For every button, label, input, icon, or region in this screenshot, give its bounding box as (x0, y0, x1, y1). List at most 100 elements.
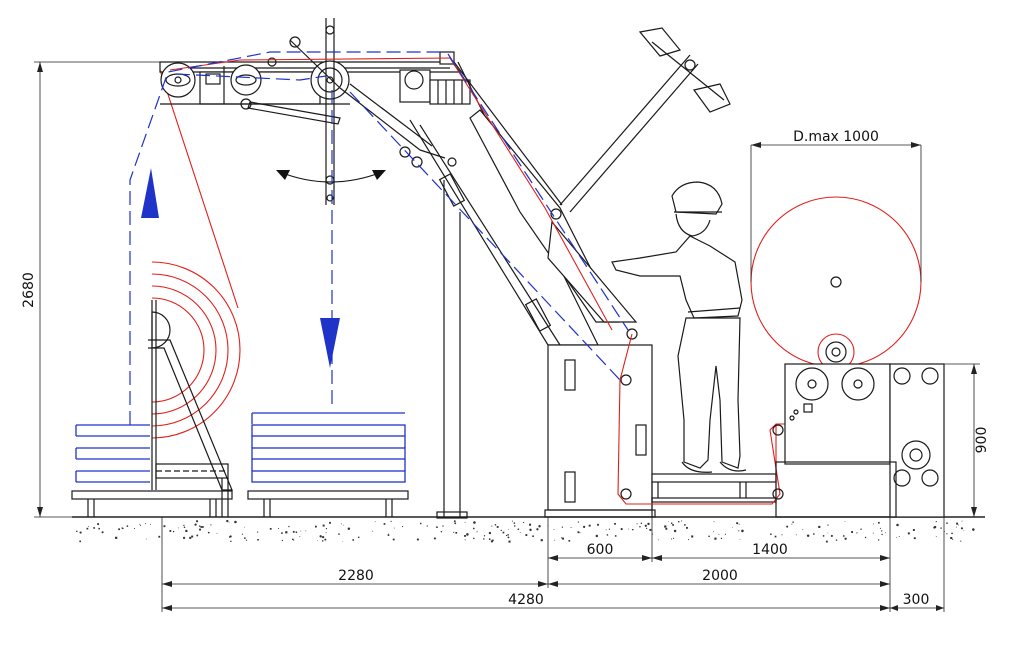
gravel-dot (93, 527, 95, 529)
gravel-dot (960, 527, 963, 530)
gravel-dot (172, 530, 175, 533)
gravel-dot (873, 523, 874, 525)
gravel-dot (93, 527, 96, 529)
gravel-dot (628, 528, 629, 530)
gravel-dot (885, 532, 886, 534)
gravel-dot (529, 523, 532, 526)
dim-4280: 4280 (508, 592, 544, 608)
gravel-dot (835, 539, 838, 541)
gravel-dot (325, 532, 327, 534)
gravel-dot (553, 539, 555, 541)
gravel-dot (324, 538, 327, 541)
gravel-dot (636, 522, 638, 524)
gravel-dot (561, 526, 563, 528)
gravel-dot (177, 527, 179, 529)
gravel-dot (139, 523, 141, 525)
gravel-dot (822, 534, 825, 537)
gravel-dot (640, 522, 642, 524)
gravel-dot (553, 528, 555, 530)
gravel-dot (596, 523, 600, 526)
gravel-dot (582, 525, 586, 529)
gravel-dot (295, 531, 298, 533)
gravel-dot (76, 530, 78, 533)
gravel-dot (199, 525, 201, 527)
gravel-dot (956, 526, 957, 528)
gravel-dot (688, 539, 690, 541)
gravel-dot (230, 540, 232, 543)
gravel-dot (440, 531, 443, 533)
gravel-dot (720, 537, 723, 540)
gravel-dot (668, 521, 669, 522)
gravel-dot (319, 535, 322, 538)
operator-figure (611, 181, 747, 473)
gravel-dot (476, 530, 478, 532)
gravel-dot (813, 533, 815, 535)
gravel-dot (453, 520, 456, 523)
gravel-dot (645, 527, 648, 530)
gravel-dot (879, 527, 881, 529)
gravel-dot (614, 522, 617, 525)
gravel-dot (195, 520, 199, 523)
gravel-dot (508, 540, 511, 543)
gravel-dot (513, 522, 516, 524)
ground (72, 516, 985, 543)
gravel-dot (492, 539, 494, 542)
gravel-dot (657, 539, 659, 541)
gravel-dot (517, 528, 520, 531)
gravel-dot (494, 524, 497, 526)
gravel-dot (881, 530, 883, 532)
gravel-dot (244, 526, 246, 528)
gravel-dot (672, 524, 674, 526)
gravel-dot (483, 538, 485, 540)
gravel-dot (134, 528, 135, 530)
gravel-dot (935, 536, 937, 537)
gravel-dot (466, 533, 469, 536)
gravel-dot (844, 537, 847, 540)
gravel-dot (877, 539, 880, 541)
gravel-dot (144, 523, 146, 525)
gravel-dot (605, 529, 607, 531)
gravel-dot (770, 533, 772, 536)
gravel-dot (241, 533, 244, 535)
gravel-dot (278, 528, 279, 529)
gravel-dot (288, 525, 290, 528)
gravel-dot (149, 523, 151, 525)
gravel-dot (300, 530, 302, 532)
gravel-dot (665, 527, 668, 530)
gravel-dot (196, 534, 199, 537)
gravel-dot (896, 523, 899, 527)
gravel-dot (956, 522, 958, 525)
gravel-dot (952, 538, 954, 540)
gravel-dot (960, 540, 962, 542)
gravel-dot (229, 535, 232, 538)
gravel-dot (387, 534, 390, 536)
gravel-dot (681, 520, 683, 522)
middle-stack (247, 412, 409, 517)
gravel-dot (878, 521, 880, 524)
gravel-dot (194, 523, 197, 526)
swing-arm (276, 18, 386, 205)
gravel-dot (631, 528, 634, 531)
gravel-dot (827, 532, 829, 534)
gravel-dot (342, 540, 344, 542)
gravel-dot (913, 537, 916, 540)
gravel-dot (357, 536, 360, 539)
gravel-dot (958, 524, 959, 526)
gravel-dot (872, 532, 874, 534)
gravel-dot (713, 531, 715, 533)
gravel-dot (881, 533, 883, 536)
dimension-2680: 2680 (21, 61, 160, 518)
gravel-dot (738, 530, 740, 532)
gravel-dot (420, 522, 422, 525)
gravel-dot (647, 522, 650, 526)
gravel-dot (961, 520, 963, 522)
gravel-dot (226, 519, 229, 523)
gravel-dot (860, 528, 862, 531)
gravel-dot (305, 530, 307, 532)
gravel-dot (636, 523, 638, 525)
gravel-dot (390, 520, 392, 522)
gravel-dot (791, 523, 793, 525)
gravel-dot (830, 534, 833, 537)
gravel-dot (842, 535, 845, 537)
gravel-dot (488, 538, 491, 540)
